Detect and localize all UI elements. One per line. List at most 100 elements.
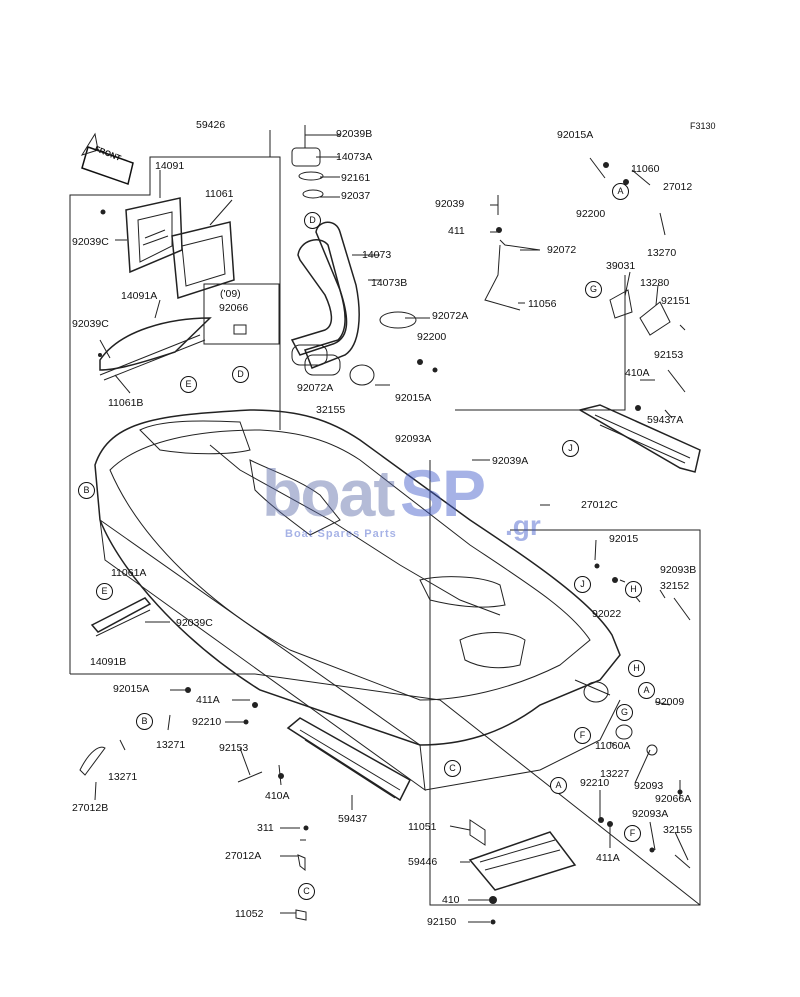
part-label: 14073B xyxy=(371,277,408,289)
plate-59446 xyxy=(468,831,577,891)
cover-14091B xyxy=(90,597,152,633)
part-label: 410A xyxy=(265,790,290,802)
part-label: 11061 xyxy=(205,188,234,200)
part-label: 11061B xyxy=(108,397,144,409)
callout-marker: J xyxy=(574,576,591,593)
callout-marker: A xyxy=(638,682,655,699)
part-label: 92039C xyxy=(176,617,213,629)
part-label: 92009 xyxy=(655,696,685,708)
callout-marker: H xyxy=(625,581,642,598)
callout-marker: G xyxy=(585,281,602,298)
part-label: 92093A xyxy=(632,808,669,820)
part-label: 14091 xyxy=(155,160,185,172)
callout-marker: E xyxy=(180,376,197,393)
part-label: 11061A xyxy=(111,567,147,579)
callout-marker: C xyxy=(298,883,315,900)
watermark-brand-b: SP xyxy=(400,456,486,530)
gasket-11061 xyxy=(171,221,235,299)
year-box xyxy=(203,283,280,345)
bracket-92072 xyxy=(484,239,541,311)
callout-marker: F xyxy=(574,727,591,744)
part-label: 92150 xyxy=(427,916,457,928)
part-label: 13271 xyxy=(108,771,138,783)
part-label: 92161 xyxy=(341,172,371,184)
part-label: 13280 xyxy=(640,277,670,289)
part-label: 92200 xyxy=(576,208,606,220)
grille-59437A xyxy=(578,404,701,473)
part-label: 92066A xyxy=(655,793,692,805)
part-label: 11060A xyxy=(595,740,631,752)
callout-marker: D xyxy=(304,212,321,229)
callout-marker: C xyxy=(444,760,461,777)
part-label: 92153 xyxy=(219,742,249,754)
part-label: 14073A xyxy=(336,151,373,163)
part-label: 92066 xyxy=(219,302,249,314)
part-label: 59437 xyxy=(338,813,368,825)
part-label: 13271 xyxy=(156,739,186,751)
callout-marker: F xyxy=(624,825,641,842)
part-label: 92039C xyxy=(72,236,109,248)
part-label: 411A xyxy=(196,694,220,706)
part-label: 92093A xyxy=(395,433,432,445)
part-label: 14073 xyxy=(362,249,392,261)
part-label: 92015A xyxy=(113,683,150,695)
part-label: 27012A xyxy=(225,850,262,862)
part-label: 410A xyxy=(625,367,650,379)
frame-center xyxy=(455,275,626,411)
part-label: 27012C xyxy=(581,499,618,511)
part-label: 92093 xyxy=(634,780,664,792)
figure-code: F3130 xyxy=(690,121,716,131)
part-label: 92210 xyxy=(580,777,610,789)
hull-outline xyxy=(94,409,621,746)
part-label: 92039 xyxy=(435,198,465,210)
callout-marker: H xyxy=(628,660,645,677)
part-label: 27012 xyxy=(663,181,693,193)
part-label: 92037 xyxy=(341,190,371,202)
part-label: 13227 xyxy=(600,768,630,780)
part-label: 92039A xyxy=(492,455,529,467)
clamp-92072A xyxy=(379,311,417,329)
part-label: 411A xyxy=(596,852,620,864)
callout-marker: B xyxy=(78,482,95,499)
part-label: 59437A xyxy=(647,414,684,426)
part-label: 92153 xyxy=(654,349,684,361)
callout-marker: G xyxy=(616,704,633,721)
part-label: 92072A xyxy=(432,310,469,322)
year-note: ('09) xyxy=(220,288,241,300)
part-label: 13270 xyxy=(647,247,677,259)
watermark-brand-a: boat xyxy=(262,456,395,530)
part-label: 59446 xyxy=(408,856,438,868)
callout-marker: B xyxy=(136,713,153,730)
pipe-14073 xyxy=(290,239,348,356)
grille-59437 xyxy=(286,717,411,802)
part-label: 92093B xyxy=(660,564,697,576)
part-label: 27012B xyxy=(72,802,109,814)
front-arrow-icon xyxy=(81,146,134,185)
part-label: 92200 xyxy=(417,331,447,343)
watermark-suffix: .gr xyxy=(505,510,541,541)
cover-14091A xyxy=(99,317,212,371)
part-label: 92151 xyxy=(661,295,691,307)
part-label: 410 xyxy=(442,894,460,906)
callout-marker: E xyxy=(96,583,113,600)
callout-marker: A xyxy=(612,183,629,200)
part-label: 11060 xyxy=(631,163,660,175)
part-label: 92015 xyxy=(609,533,639,545)
part-label: 411 xyxy=(448,225,465,237)
fitting-11060A xyxy=(583,681,609,703)
vent-39031 xyxy=(609,289,633,319)
part-label: 311 xyxy=(257,822,274,834)
part-label: 32155 xyxy=(663,824,693,836)
part-label: 92039C xyxy=(72,318,109,330)
storage-hatch xyxy=(139,420,251,455)
steering-area xyxy=(419,576,506,608)
part-label: 32152 xyxy=(660,580,690,592)
frame-left xyxy=(69,156,281,674)
part-label: 92015A xyxy=(395,392,432,404)
part-label: 92039B xyxy=(336,128,373,140)
callout-marker: J xyxy=(562,440,579,457)
part-label: 14091B xyxy=(90,656,127,668)
part-label: 92022 xyxy=(592,608,622,620)
